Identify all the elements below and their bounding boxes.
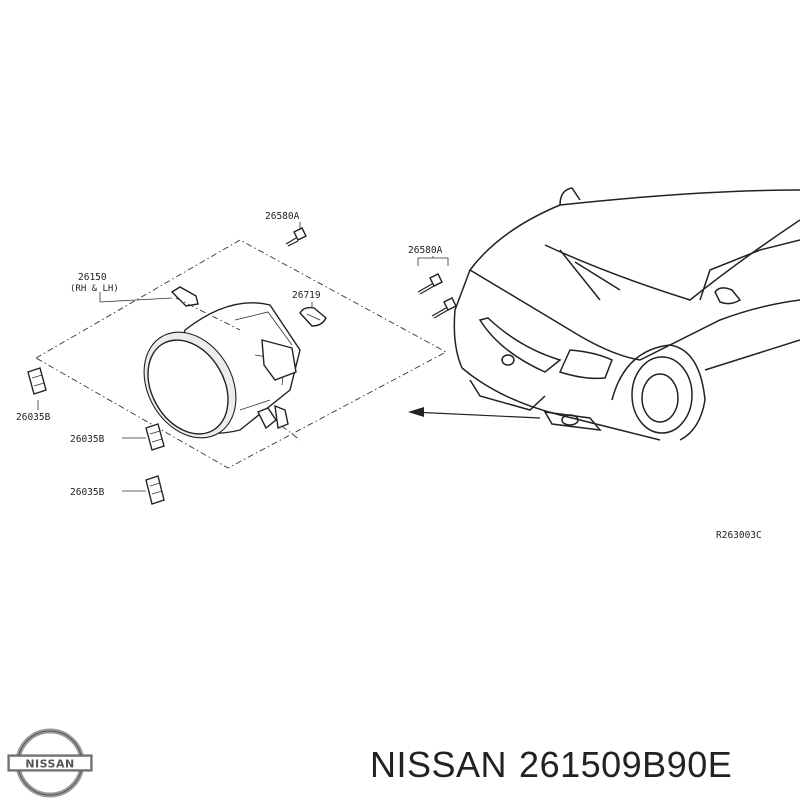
label-lamp-side: (RH & LH) [70,284,119,294]
label-bolt-top: 26580A [265,211,300,222]
clip-bottom [145,475,165,505]
fog-lamp-housing [143,286,301,439]
label-clip-bottom: 26035B [70,487,105,498]
label-bulb: 26719 [292,290,321,301]
fog-lamp-bulb [299,306,327,327]
diagram-reference-code: R263003C [716,530,762,541]
label-clip-left: 26035B [16,412,51,423]
logo-wordmark: NISSAN [25,758,74,771]
part-number: 261509B90E [519,744,733,785]
bolts-right [417,257,457,319]
label-clip-middle: 26035B [70,434,105,445]
part-caption: NISSAN 261509B90E [370,740,790,790]
vehicle-front-illustration [453,187,800,441]
bolt-top [285,227,307,247]
label-lamp: 26150 [78,272,107,283]
leader-lines [37,222,434,492]
clip-left [27,367,47,395]
nissan-logo: NISSAN [7,728,93,798]
label-bolts-right: 26580A [408,245,443,256]
clip-middle [145,423,165,451]
location-arrow [408,407,541,419]
brand-name: NISSAN [370,744,508,785]
